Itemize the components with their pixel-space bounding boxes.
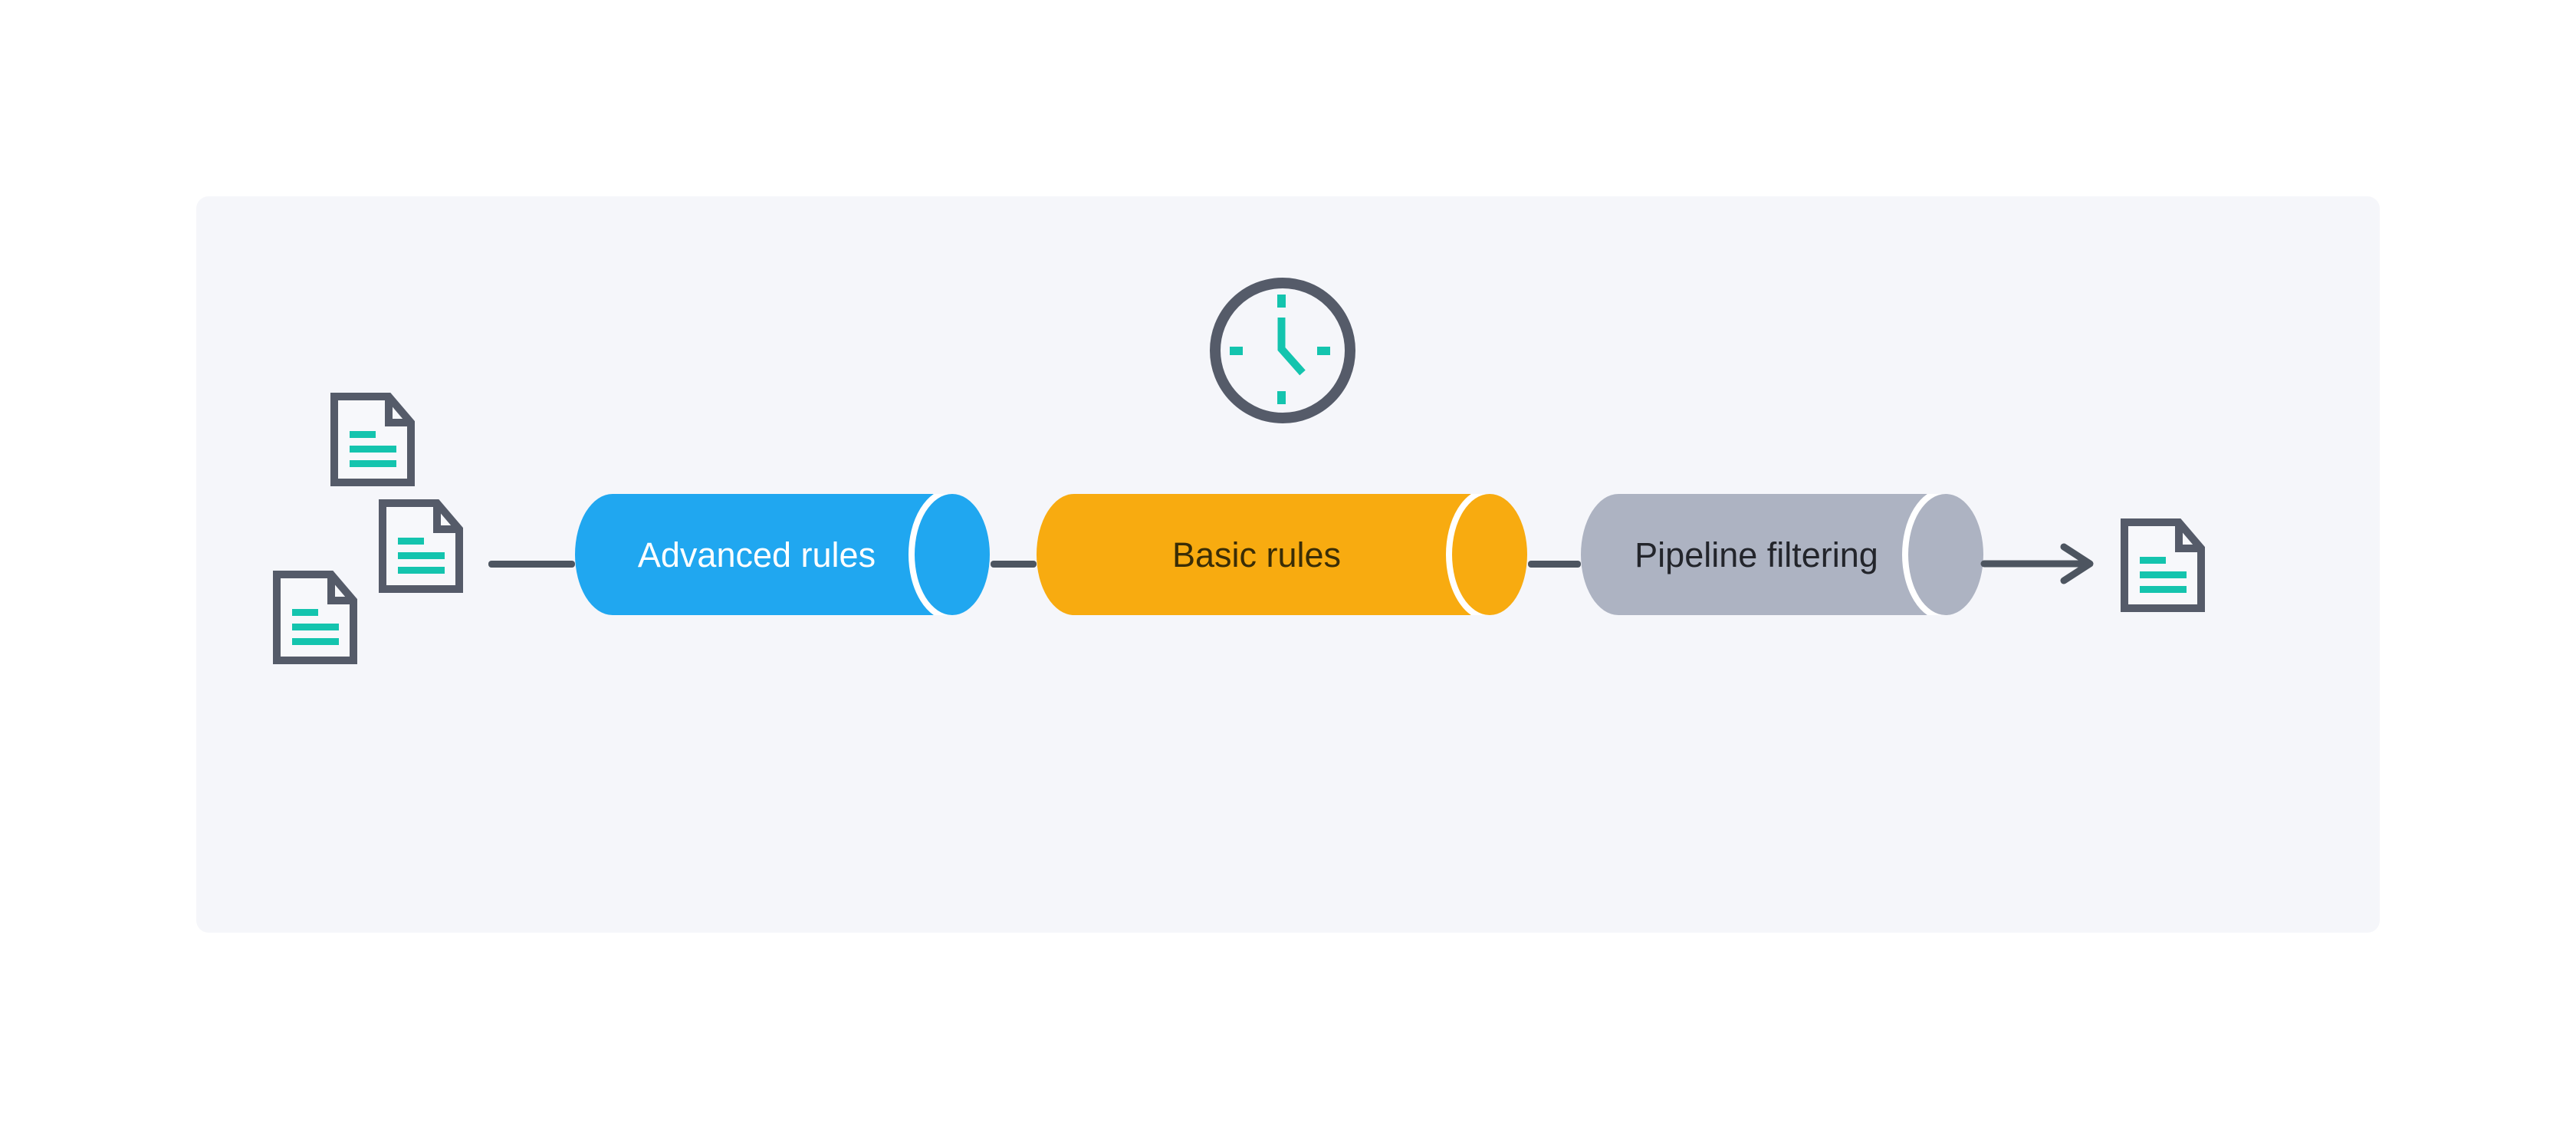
clock-icon (1210, 278, 1355, 423)
document-text-line (350, 431, 376, 438)
document-outline (273, 571, 357, 664)
document-text-line (350, 460, 396, 467)
document-text-line (292, 624, 339, 630)
document-fold (2175, 525, 2200, 552)
document-text-line (398, 567, 445, 574)
stage-label: Advanced rules (638, 535, 876, 574)
cylinder-cap (1908, 494, 1983, 615)
document-text-line (398, 552, 445, 559)
stage-pipeline-filtering: Pipeline filtering (1581, 494, 1984, 615)
document-outline (2121, 518, 2205, 612)
arrow-head (2060, 543, 2094, 584)
clock-hands (1277, 318, 1306, 376)
cylinder-body (575, 494, 939, 615)
document-text-line (2140, 571, 2187, 578)
document-text-line (398, 538, 424, 545)
document-text-line (292, 609, 318, 616)
document-text-line (292, 638, 339, 645)
cylinder-cap (915, 494, 990, 615)
cylinder-body (1037, 494, 1477, 615)
clock-tick-9 (1230, 347, 1243, 355)
document-outline (330, 393, 415, 486)
stage-advanced-rules: Advanced rules (575, 494, 991, 615)
clock-tick-3 (1317, 347, 1330, 355)
document-text-line (2140, 586, 2187, 593)
connector-line (1528, 561, 1581, 568)
document-icon (273, 571, 357, 664)
document-fold (433, 506, 458, 533)
document-fold (385, 400, 409, 426)
document-outline (379, 499, 463, 593)
document-icon (2121, 518, 2205, 612)
document-fold (327, 578, 352, 604)
clock-tick-6 (1277, 391, 1286, 404)
arrow-icon (1980, 543, 2094, 584)
stage-basic-rules: Basic rules (1037, 494, 1528, 615)
connector-line (488, 561, 575, 568)
connector-line (991, 561, 1037, 568)
stage-label: Basic rules (1172, 535, 1341, 574)
clock-tick-12 (1277, 295, 1286, 308)
document-icon (330, 393, 415, 486)
document-text-line (2140, 557, 2166, 564)
document-text-line (350, 446, 396, 453)
cylinder-body (1581, 494, 1933, 615)
document-icon (379, 499, 463, 593)
cylinder-cap (1452, 494, 1527, 615)
stage-label: Pipeline filtering (1635, 535, 1878, 574)
